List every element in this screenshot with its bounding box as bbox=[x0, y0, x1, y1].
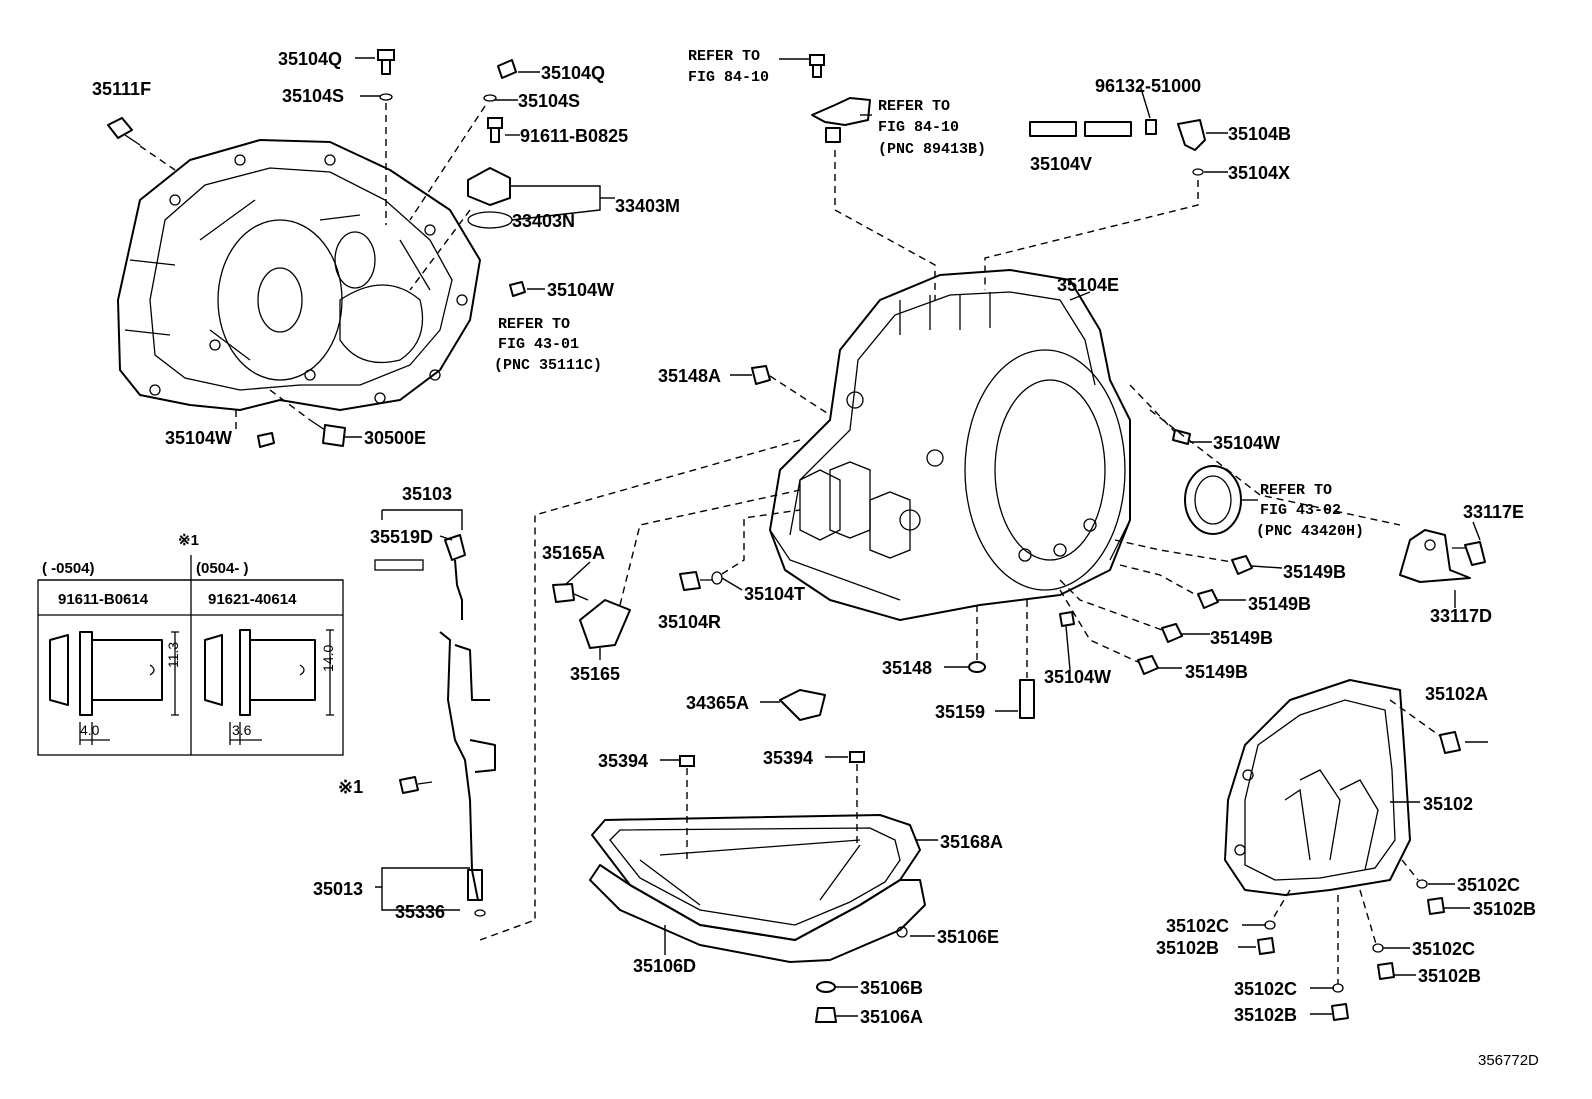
label-33117D: 33117D bbox=[1430, 606, 1492, 626]
table-col2-range: (0504- ) bbox=[196, 560, 249, 577]
table-col1-range: ( -0504) bbox=[42, 560, 95, 577]
label-35165: 35165 bbox=[570, 664, 620, 684]
refer-43-02-line2: FIG 43-02 bbox=[1260, 502, 1341, 519]
label-35148: 35148 bbox=[882, 658, 932, 678]
label-30500E: 30500E bbox=[364, 428, 426, 448]
refer-43-01-line1: REFER TO bbox=[498, 316, 570, 333]
label-35104W-a: 35104W bbox=[547, 280, 614, 300]
label-35102C-c: 35102C bbox=[1412, 939, 1475, 959]
label-35165A: 35165A bbox=[542, 543, 605, 563]
table-col1-length: 11.3 bbox=[165, 642, 181, 668]
label-35106D: 35106D bbox=[633, 956, 696, 976]
label-35149B-d: 35149B bbox=[1185, 662, 1248, 682]
label-35104X: 35104X bbox=[1228, 163, 1290, 183]
label-35111F: 35111F bbox=[92, 79, 151, 99]
label-35519D: 35519D bbox=[370, 527, 433, 547]
label-35102B-d: 35102B bbox=[1234, 1005, 1297, 1025]
label-35336: 35336 bbox=[395, 902, 445, 922]
table-col1-width: 4.0 bbox=[80, 722, 100, 738]
case-fasteners bbox=[552, 54, 1401, 721]
label-33403M: 33403M bbox=[615, 196, 680, 216]
label-35103: 35103 bbox=[402, 484, 452, 504]
table-mark: ※1 bbox=[178, 532, 199, 549]
label-35104W-d: 35104W bbox=[1044, 667, 1111, 687]
fastener-table bbox=[37, 555, 344, 756]
label-35106B: 35106B bbox=[860, 978, 923, 998]
table-text: ※1 ( -0504) (0504- ) 91611-B0614 91621-4… bbox=[42, 532, 336, 738]
label-35102C-d: 35102C bbox=[1234, 979, 1297, 999]
dipstick-assembly bbox=[374, 439, 801, 941]
label-35104Q-a: 35104Q bbox=[278, 49, 342, 69]
label-35394-a: 35394 bbox=[598, 751, 648, 771]
label-35149B-b: 35149B bbox=[1248, 594, 1311, 614]
refer-84-10-mid-line1: REFER TO bbox=[878, 98, 950, 115]
table-col2-width: 3.6 bbox=[232, 722, 252, 738]
label-34365A: 34365A bbox=[686, 693, 749, 713]
label-35102B-c: 35102B bbox=[1418, 966, 1481, 986]
table-col2-length: 14.0 bbox=[320, 645, 336, 672]
label-35102C-a: 35102C bbox=[1457, 875, 1520, 895]
refer-43-01-line2: FIG 43-01 bbox=[498, 336, 579, 353]
refer-84-10-top-line1: REFER TO bbox=[688, 48, 760, 65]
table-col1-part: 91611-B0614 bbox=[58, 591, 149, 608]
label-35102B-a: 35102B bbox=[1473, 899, 1536, 919]
table-col2-part: 91621-40614 bbox=[208, 591, 297, 608]
transmission-case bbox=[769, 269, 1131, 621]
label-35104W-b: 35104W bbox=[165, 428, 232, 448]
oil-pan bbox=[589, 751, 926, 1023]
label-35104V: 35104V bbox=[1030, 154, 1092, 174]
transaxle-housing bbox=[117, 139, 481, 411]
label-35104T: 35104T bbox=[744, 584, 805, 604]
label-35104W-c: 35104W bbox=[1213, 433, 1280, 453]
label-35102B-b: 35102B bbox=[1156, 938, 1219, 958]
label-35102: 35102 bbox=[1423, 794, 1473, 814]
label-35102C-b: 35102C bbox=[1166, 916, 1229, 936]
label-33403N: 33403N bbox=[512, 211, 575, 231]
part-labels: 35111F 35104Q 35104S 35104Q 35104S 91611… bbox=[92, 49, 1536, 1027]
label-35106E: 35106E bbox=[937, 927, 999, 947]
label-91611-B0825: 91611-B0825 bbox=[520, 126, 628, 146]
refer-43-02-line1: REFER TO bbox=[1260, 482, 1332, 499]
label-96132-51000: 96132-51000 bbox=[1095, 76, 1201, 96]
label-35104R: 35104R bbox=[658, 612, 721, 632]
label-35149B-a: 35149B bbox=[1283, 562, 1346, 582]
label-35394-b: 35394 bbox=[763, 748, 813, 768]
label-35159: 35159 bbox=[935, 702, 985, 722]
label-35104B: 35104B bbox=[1228, 124, 1291, 144]
label-35104S-a: 35104S bbox=[282, 86, 344, 106]
refer-43-02-line3: (PNC 43420H) bbox=[1256, 523, 1364, 540]
bracket bbox=[1399, 529, 1486, 583]
label-33117E: 33117E bbox=[1463, 502, 1524, 522]
label-35148A: 35148A bbox=[658, 366, 721, 386]
leader-lines bbox=[345, 57, 1488, 1017]
label-mark-1: ※1 bbox=[338, 777, 363, 797]
figure-id: 356772D bbox=[1478, 1052, 1539, 1069]
label-35013: 35013 bbox=[313, 879, 363, 899]
label-35106A: 35106A bbox=[860, 1007, 923, 1027]
label-35104S-b: 35104S bbox=[518, 91, 580, 111]
refer-84-10-mid-line3: (PNC 89413B) bbox=[878, 141, 986, 158]
left-fasteners bbox=[107, 49, 526, 448]
label-35104E: 35104E bbox=[1057, 275, 1119, 295]
refer-notes: REFER TO FIG 43-01 (PNC 35111C) REFER TO… bbox=[494, 48, 1364, 540]
label-35104Q-b: 35104Q bbox=[541, 63, 605, 83]
label-35102A: 35102A bbox=[1425, 684, 1488, 704]
label-35149B-c: 35149B bbox=[1210, 628, 1273, 648]
refer-84-10-top-line2: FIG 84-10 bbox=[688, 69, 769, 86]
refer-84-10-mid-line2: FIG 84-10 bbox=[878, 119, 959, 136]
label-35168A: 35168A bbox=[940, 832, 1003, 852]
refer-43-01-line3: (PNC 35111C) bbox=[494, 357, 602, 374]
side-cover bbox=[1224, 679, 1461, 1021]
